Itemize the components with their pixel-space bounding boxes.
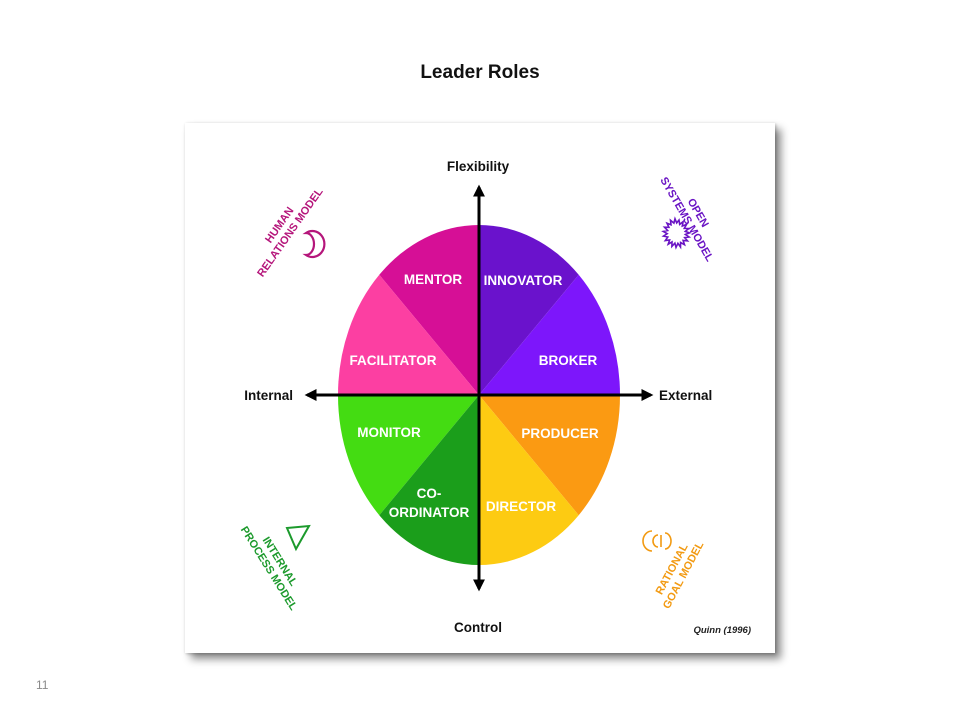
- mentor-segment: [379, 225, 479, 395]
- open-systems-model-label: OPEN SYSTEMS MODEL: [657, 175, 715, 264]
- innovator-segment: [479, 225, 579, 395]
- role-label-coordinator-line1: CO-: [417, 486, 442, 501]
- coordinator-segment: [379, 395, 479, 565]
- role-label-facilitator: FACILITATOR: [350, 353, 437, 368]
- target-icon: [642, 530, 672, 552]
- axis-label-internal: Internal: [244, 388, 293, 403]
- facilitator-segment: [338, 274, 479, 395]
- role-label-broker: BROKER: [539, 353, 598, 368]
- triangle-icon: [285, 524, 311, 552]
- axis-label-external: External: [659, 388, 712, 403]
- page-number: 11: [36, 678, 49, 692]
- role-label-monitor: MONITOR: [357, 425, 421, 440]
- citation: Quinn (1996): [693, 625, 751, 636]
- human-relations-model-label: HUMAN RELATIONS MODEL: [255, 186, 326, 280]
- competing-values-figure: Flexibility Control Internal External ME…: [185, 123, 775, 653]
- moon-icon: [302, 229, 326, 259]
- slide-title: Leader Roles: [420, 62, 540, 83]
- role-label-mentor: MENTOR: [404, 272, 463, 287]
- role-label-innovator: INNOVATOR: [484, 273, 563, 288]
- rational-goal-model-label: RATIONAL GOAL MODEL: [654, 540, 707, 612]
- broker-segment: [479, 274, 620, 395]
- director-segment: [479, 395, 579, 565]
- monitor-segment: [338, 395, 479, 516]
- producer-segment: [479, 395, 620, 516]
- role-label-director: DIRECTOR: [486, 499, 557, 514]
- competing-values-diagram: Flexibility Control Internal External ME…: [238, 159, 751, 636]
- sun-icon: [661, 216, 692, 250]
- internal-process-model-label: INTERNAL PROCESS MODEL: [238, 524, 300, 612]
- role-label-coordinator-line2: ORDINATOR: [389, 505, 470, 520]
- axis-label-flexibility: Flexibility: [447, 159, 510, 174]
- axis-label-control: Control: [454, 620, 502, 635]
- role-label-producer: PRODUCER: [521, 426, 599, 441]
- human-relations-line2: RELATIONS MODEL: [255, 186, 326, 280]
